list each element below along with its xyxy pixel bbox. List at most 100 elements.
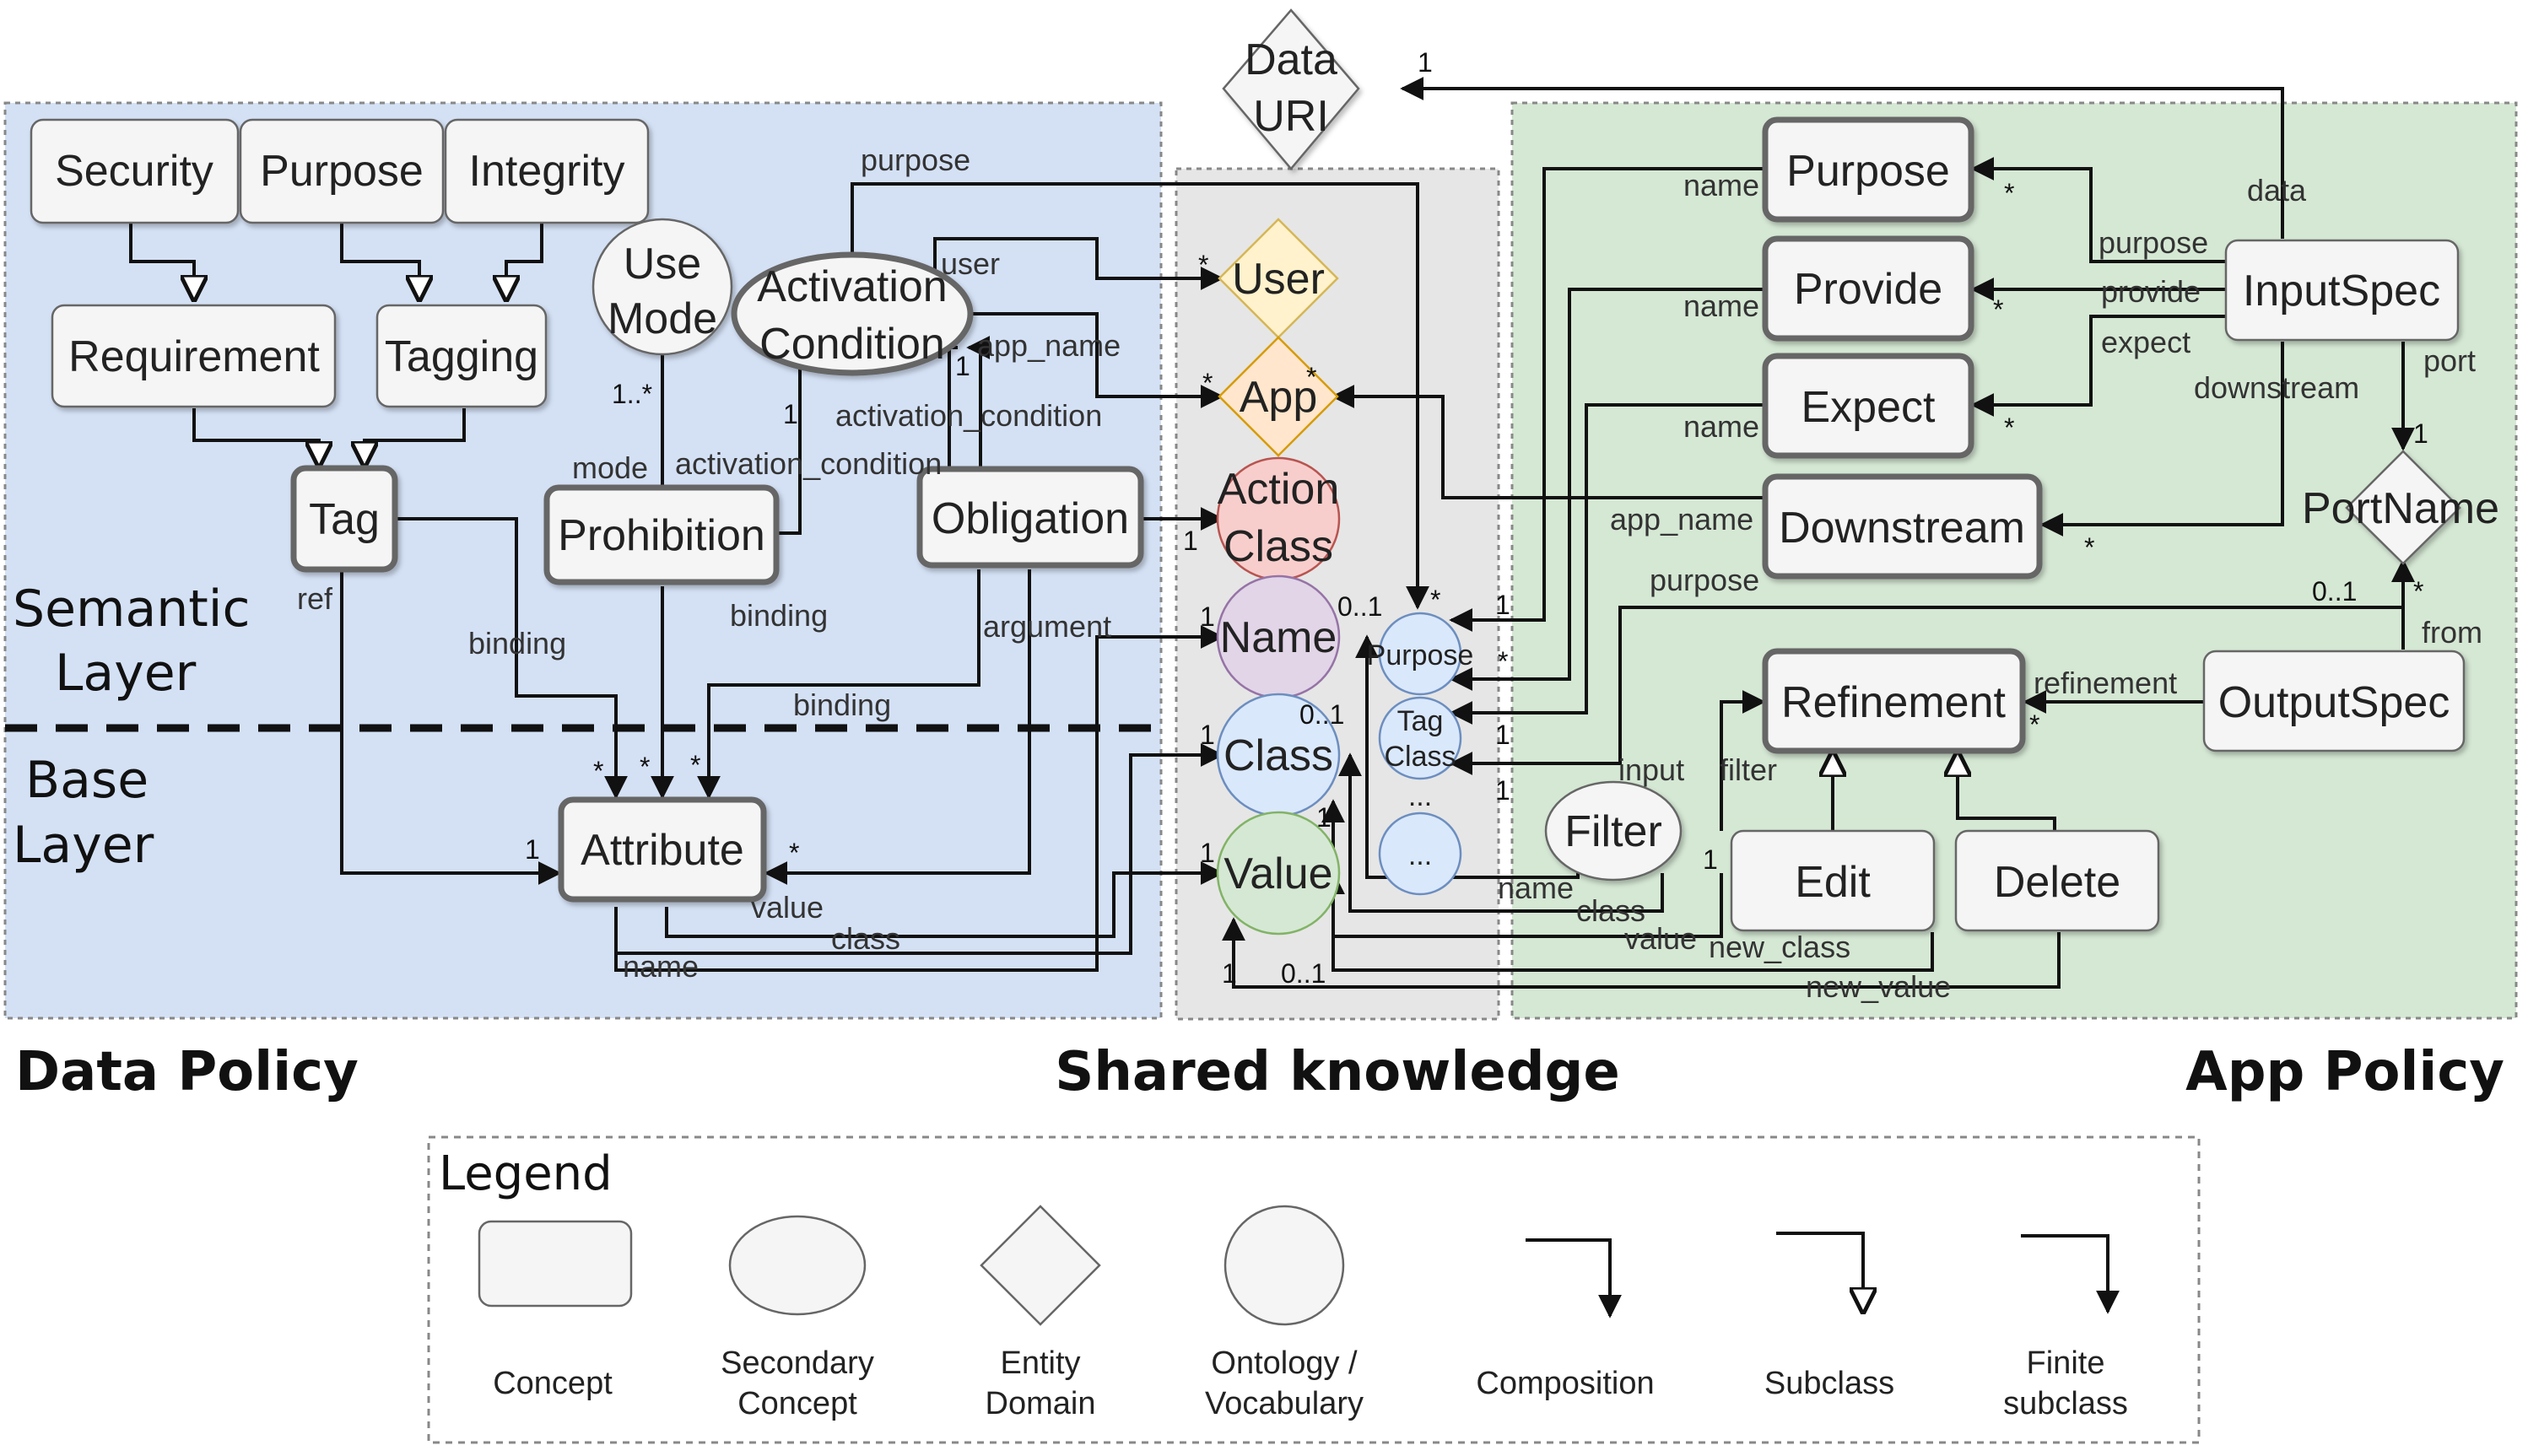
edge-label-binding-tag: binding bbox=[468, 626, 566, 661]
data-policy-title: Data Policy bbox=[15, 1041, 359, 1103]
legend-ontology-label-2: Vocabulary bbox=[1205, 1386, 1364, 1421]
legend-finite-subclass-shape bbox=[2021, 1234, 2120, 1314]
multiplicities: 1..* 1 1 1 * * * * 1 * * * 1 0..1 1 0..1… bbox=[525, 47, 2428, 989]
refinement-node bbox=[1762, 648, 2026, 754]
activation-label-2: Condition bbox=[759, 320, 945, 369]
activation-condition-node bbox=[731, 251, 974, 376]
filter-node bbox=[1544, 780, 1683, 882]
legend: Legend Concept Secondary Concept Entity … bbox=[427, 1135, 2201, 1444]
tag-class-ellipsis: ... bbox=[1408, 780, 1432, 812]
purpose-ap-label: Purpose bbox=[1786, 147, 1950, 196]
edge-label-name: name bbox=[623, 949, 699, 984]
port-name-label: PortName bbox=[2302, 484, 2499, 533]
name-label: Name bbox=[1220, 613, 1337, 662]
tag-class-small-label-2: Class bbox=[1384, 741, 1456, 773]
edge-label-binding-obligation: binding bbox=[793, 688, 891, 722]
use-mode-label-2: Mode bbox=[608, 294, 717, 343]
mult-filter: 1 bbox=[1703, 844, 1718, 875]
data-uri-label-2: URI bbox=[1253, 92, 1329, 141]
mult-activation-obligation: 1 bbox=[955, 351, 970, 381]
action-class-label-2: Class bbox=[1223, 522, 1333, 571]
legend-concept-shape bbox=[478, 1220, 633, 1308]
data-policy-edges bbox=[129, 182, 1429, 972]
use-mode-label-1: Use bbox=[624, 240, 701, 289]
edge-label-value: value bbox=[751, 890, 824, 925]
input-spec-label: InputSpec bbox=[2243, 267, 2440, 315]
edge-label-name-provide: name bbox=[1683, 289, 1759, 323]
edge-label-provide-is: provide bbox=[2101, 274, 2201, 309]
edge-label-filter: filter bbox=[1720, 752, 1777, 787]
downstream-node bbox=[1762, 473, 2043, 580]
purpose-small-label: Purpose bbox=[1367, 639, 1474, 671]
mult-provide: * bbox=[1993, 294, 2003, 325]
edge-label-refinement: refinement bbox=[2034, 666, 2177, 700]
provide-node bbox=[1762, 235, 1974, 342]
mult-name-zero-one: 0..1 bbox=[1337, 591, 1382, 622]
port-name-node bbox=[2345, 450, 2461, 565]
mult-value-bottom: 1 bbox=[1222, 958, 1237, 989]
delete-node bbox=[1954, 829, 2160, 932]
edge-label-expect-is: expect bbox=[2101, 325, 2190, 359]
app-label: App bbox=[1240, 373, 1318, 422]
edge-label-app-name-ap: app_name bbox=[1610, 502, 1753, 537]
use-mode-node bbox=[591, 218, 733, 356]
legend-entity-label-1: Entity bbox=[1000, 1345, 1080, 1381]
mult-class-bottom: 1 bbox=[1316, 802, 1332, 833]
mult-attribute-binding-1: * bbox=[593, 756, 603, 786]
provide-label: Provide bbox=[1794, 265, 1942, 314]
obligation-label: Obligation bbox=[932, 494, 1129, 543]
legend-entity-shape bbox=[980, 1205, 1101, 1326]
output-spec-label: OutputSpec bbox=[2218, 678, 2450, 727]
user-label: User bbox=[1232, 255, 1325, 304]
legend-finite-label-1: Finite bbox=[2027, 1345, 2105, 1381]
mult-class-zero-one: 0..1 bbox=[1299, 699, 1344, 730]
edit-label: Edit bbox=[1795, 858, 1871, 907]
legend-secondary-label-2: Concept bbox=[737, 1386, 857, 1421]
edge-label-value-filter: value bbox=[1624, 921, 1697, 956]
mult-class: 1 bbox=[1200, 720, 1215, 750]
integrity-label: Integrity bbox=[469, 147, 625, 196]
refinement-label: Refinement bbox=[1781, 678, 2006, 727]
mult-app-left: * bbox=[1202, 368, 1213, 398]
legend-secondary-shape bbox=[728, 1215, 867, 1316]
data-uri-label-1: Data bbox=[1245, 35, 1337, 84]
mult-expect: * bbox=[2004, 413, 2014, 443]
mult-from: * bbox=[2413, 576, 2423, 607]
mult-downstream: * bbox=[2084, 532, 2094, 563]
edge-label-class-filter: class bbox=[1576, 893, 1645, 928]
requirement-label: Requirement bbox=[68, 332, 320, 381]
mult-app-right: * bbox=[1306, 362, 1316, 392]
tagging-node bbox=[375, 304, 548, 408]
security-node bbox=[30, 118, 240, 224]
edge-label-new-value: new_value bbox=[1806, 969, 1951, 1004]
edge-label-mode: mode bbox=[572, 450, 648, 485]
mult-purpose-small: * bbox=[1430, 585, 1440, 615]
expect-node bbox=[1762, 353, 1974, 459]
edge-label-name-expect: name bbox=[1683, 409, 1759, 444]
more-vocabulary-label: ... bbox=[1408, 839, 1432, 871]
edit-node bbox=[1730, 829, 1936, 932]
action-class-label-1: Action bbox=[1218, 465, 1340, 514]
edge-label-purpose: purpose bbox=[861, 143, 970, 177]
edge-label-class: class bbox=[831, 921, 900, 956]
tagging-label: Tagging bbox=[385, 332, 538, 381]
legend-ontology-shape bbox=[1223, 1205, 1345, 1326]
mult-attribute-argument: * bbox=[789, 838, 799, 868]
mult-attribute-binding-2: * bbox=[640, 752, 650, 782]
shared-knowledge-title: Shared knowledge bbox=[1055, 1041, 1620, 1103]
tag-class-small-node bbox=[1378, 696, 1462, 780]
mult-activation-prohibition: 1 bbox=[783, 399, 798, 429]
obligation-node bbox=[916, 466, 1144, 569]
app-node bbox=[1218, 336, 1339, 457]
edge-label-user: user bbox=[941, 246, 1000, 281]
mult-tag-one-2: 1 bbox=[1495, 775, 1510, 806]
semantic-layer-label-1: Semantic bbox=[13, 580, 250, 639]
value-node bbox=[1216, 811, 1341, 936]
mult-user: * bbox=[1198, 250, 1208, 280]
purpose-node-ap bbox=[1762, 116, 1974, 223]
more-vocabulary-node bbox=[1378, 812, 1462, 896]
legend-subclass-shape bbox=[1776, 1232, 1863, 1312]
requirement-node bbox=[51, 304, 337, 408]
base-layer-label-2: Layer bbox=[13, 816, 154, 875]
